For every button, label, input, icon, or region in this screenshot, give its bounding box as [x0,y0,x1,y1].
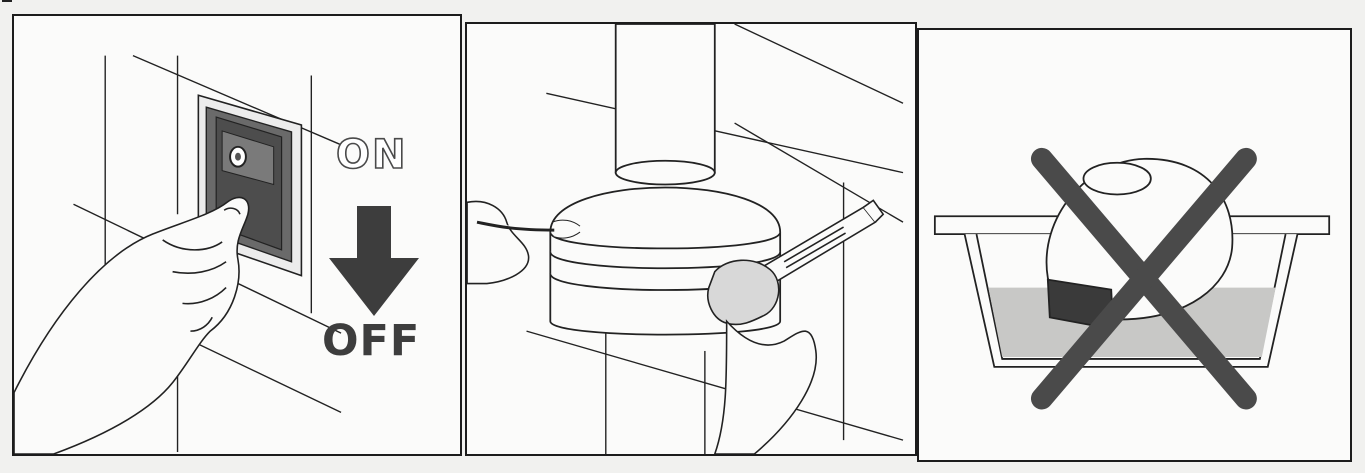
on-label: ON [335,131,408,179]
panel-do-not-immerse [917,28,1352,462]
do-not-immerse-illustration [933,147,1331,410]
clean-hood-illustration [467,24,904,454]
cross-icon [1030,147,1257,410]
panel-clean-hood [465,22,917,456]
switch-off-illustration [14,55,342,454]
hand-with-cloth [707,259,818,454]
hand-pressing [14,196,250,454]
motor-unit [1045,157,1234,331]
panel-switch-off: ON OFF [12,14,462,456]
chimney-duct [614,24,716,186]
down-arrow-icon [329,206,419,316]
off-label: OFF [322,316,421,366]
corner-mark [2,0,12,7]
